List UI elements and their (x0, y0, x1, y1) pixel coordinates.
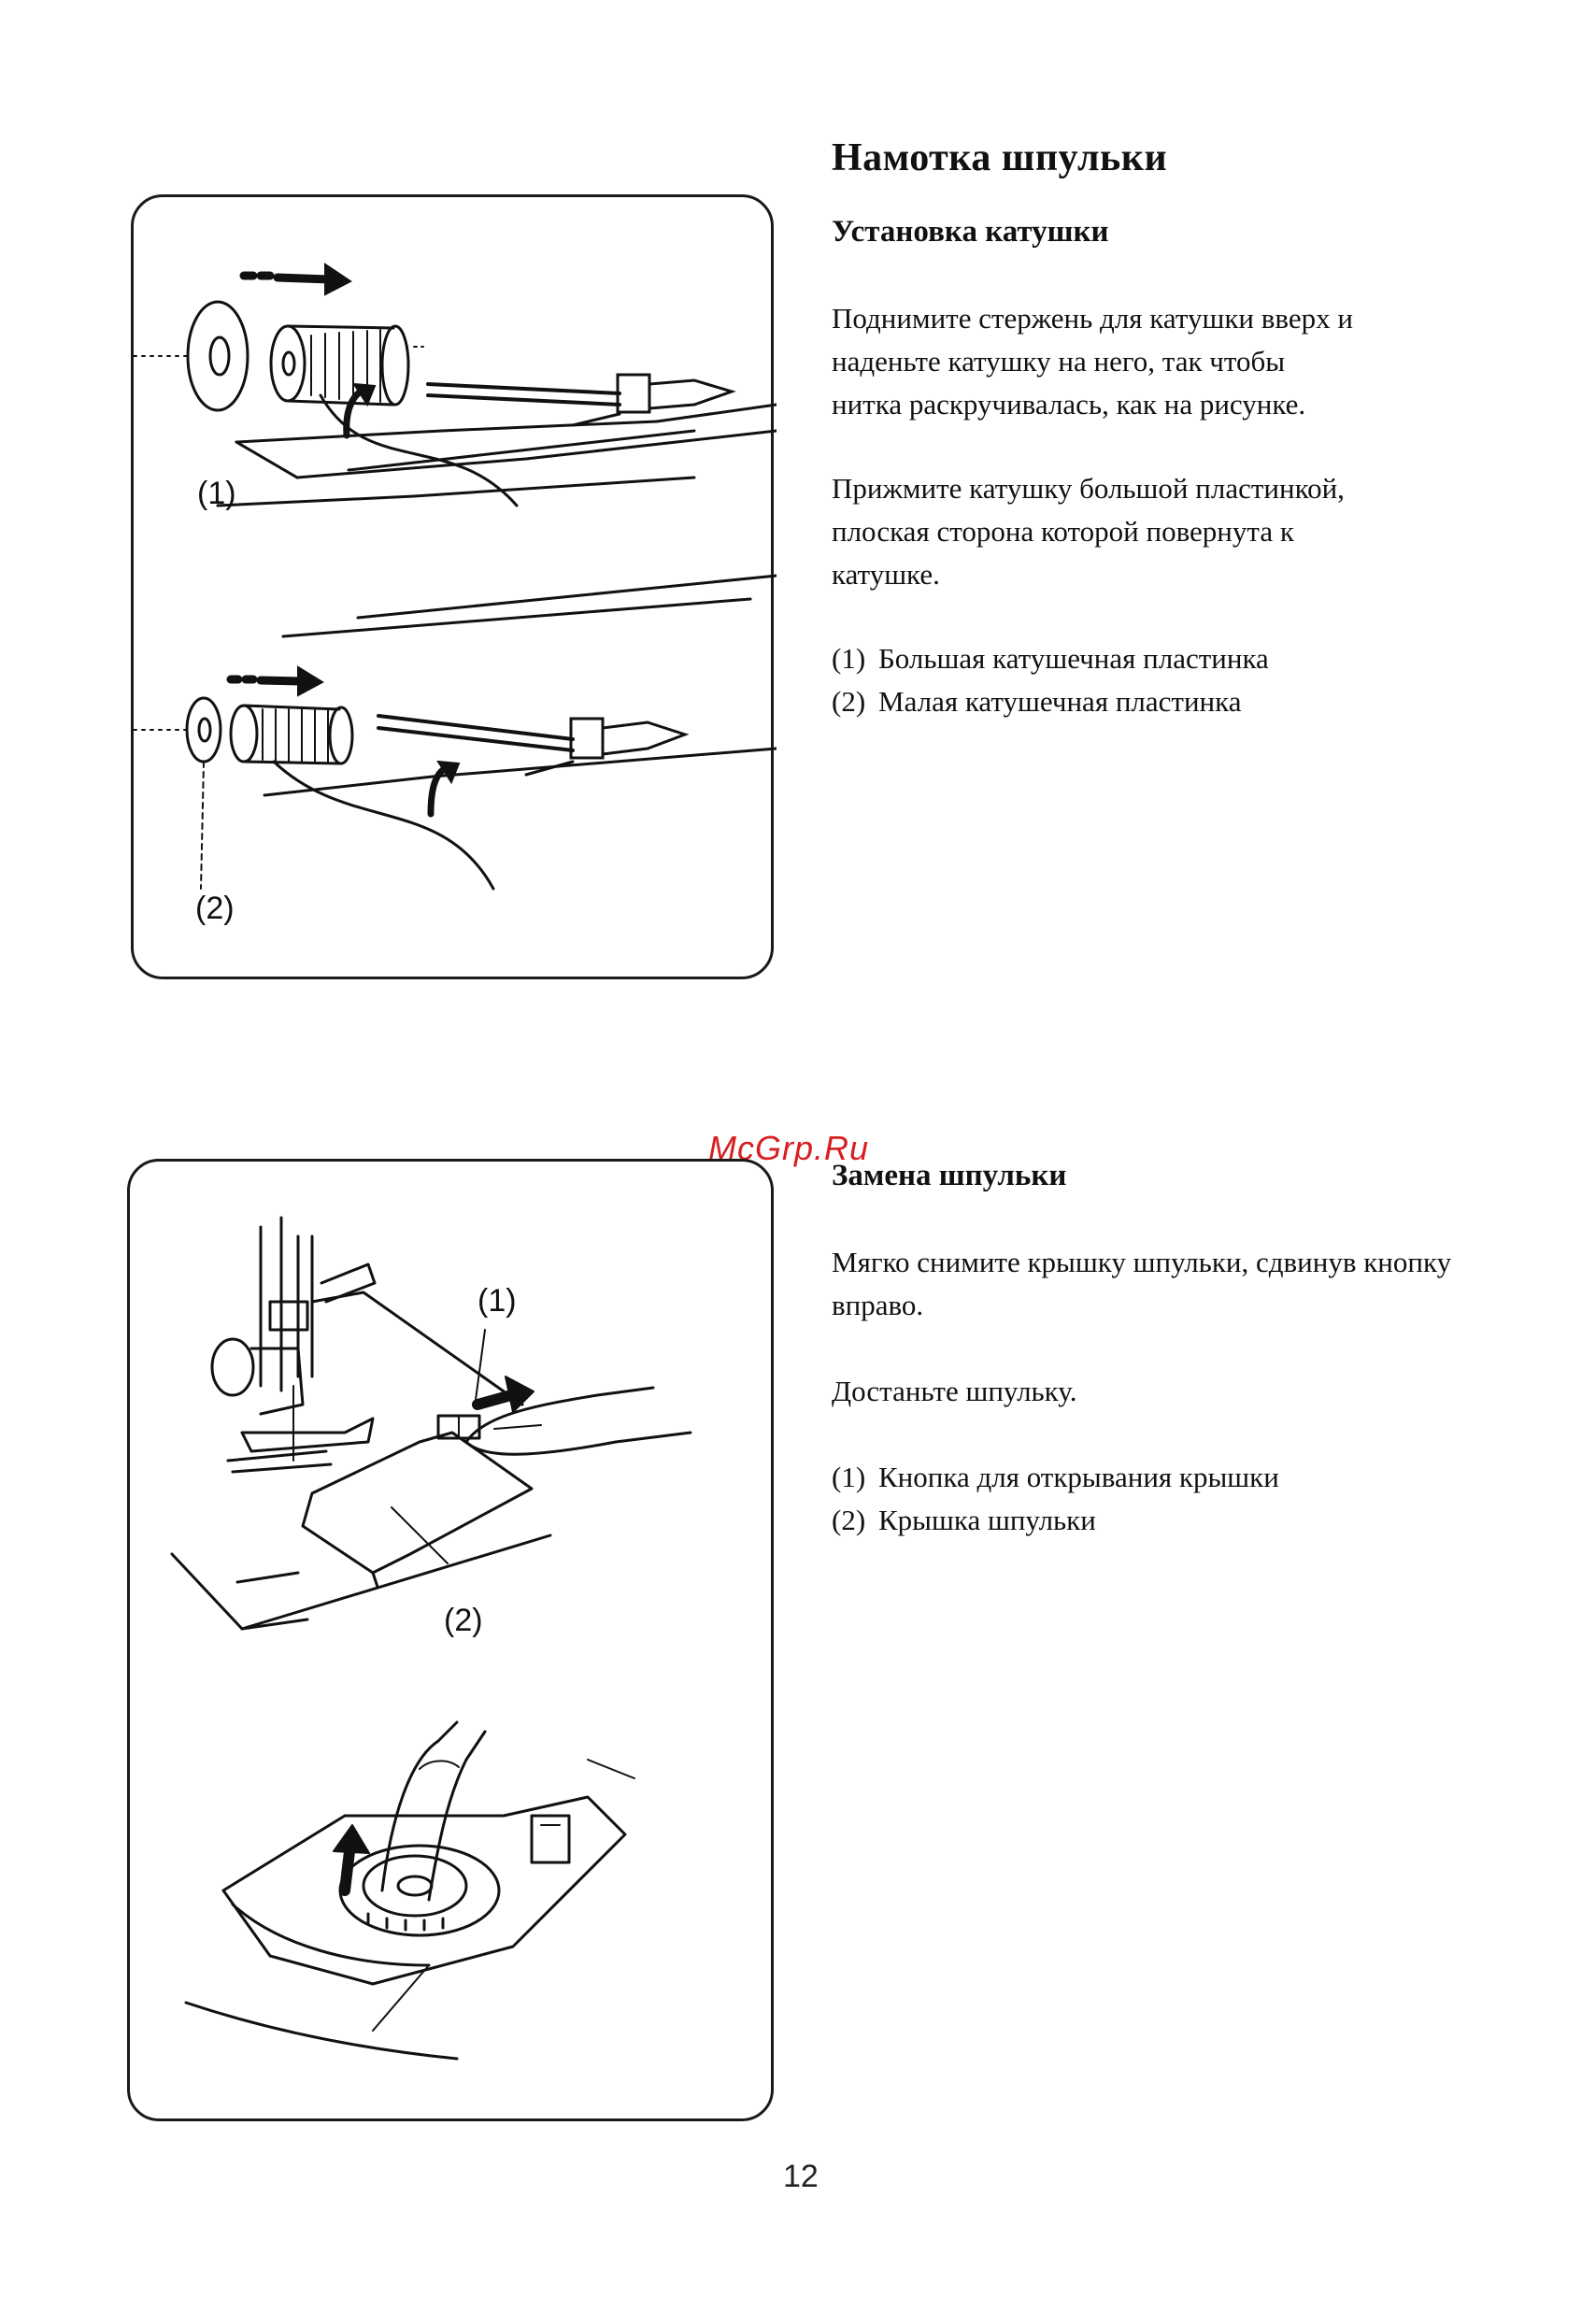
instruction-paragraph: Поднимите стержень для катушки вверх и н… (832, 297, 1542, 426)
figure-callout-1: (1) (477, 1283, 517, 1319)
subsection-spool-installation: Установка катушки (832, 215, 1542, 250)
figure-callout-2: (2) (195, 891, 235, 926)
text-line: наденьте катушку на него, так чтобы (832, 345, 1286, 378)
legend-number: (1) (832, 1461, 866, 1493)
legend-item: (1) Кнопка для открывания крышки (832, 1456, 1542, 1499)
subsection-title: Установка катушки (832, 215, 1109, 249)
legend-number: (2) (832, 685, 866, 718)
legend-text: Кнопка для открывания крышки (878, 1461, 1279, 1493)
instruction-paragraph: Прижмите катушку большой пластинкой, пло… (832, 467, 1542, 596)
text-line: катушке. (832, 558, 940, 591)
legend-item: (2) Малая катушечная пластинка (832, 680, 1542, 723)
text-line: Поднимите стержень для катушки вверх и (832, 302, 1353, 335)
text-line: Мягко снимите крышку шпульки, сдвинув кн… (832, 1246, 1452, 1278)
legend-number: (2) (832, 1504, 866, 1536)
section-title: Намотка шпульки (832, 136, 1168, 179)
page-number: 12 (783, 2159, 819, 2194)
text-line: нитка раскручивалась, как на рисунке. (832, 388, 1306, 421)
text-line: плоская сторона которой повернута к (832, 515, 1294, 548)
legend-text: Большая катушечная пластинка (878, 642, 1269, 675)
spool-illustration (134, 263, 777, 891)
legend-item: (2) Крышка шпульки (832, 1499, 1542, 1542)
subsection-title: Замена шпульки (832, 1159, 1067, 1192)
legend-number: (1) (832, 642, 866, 675)
legend-item: (1) Большая катушечная пластинка (832, 637, 1542, 680)
bobbin-replacement-figure: (1) (2) (127, 1159, 774, 2121)
text-line: Достаньте шпульку. (832, 1375, 1077, 1407)
instruction-paragraph: Достаньте шпульку. (832, 1370, 1542, 1413)
figure-callout-1: (1) (197, 476, 236, 511)
bobbin-illustration (170, 1216, 692, 2061)
section-bobbin-winding: Намотка шпульки (832, 136, 1542, 180)
legend-text: Крышка шпульки (878, 1504, 1096, 1536)
legend-text: Малая катушечная пластинка (878, 685, 1242, 718)
spool-installation-figure: (1) (2) (131, 194, 777, 979)
text-line: вправо. (832, 1289, 924, 1321)
parts-legend: (1) Большая катушечная пластинка (2) Малая… (832, 637, 1542, 723)
figure-callout-2: (2) (444, 1603, 483, 1638)
text-line: Прижмите катушку большой пластинкой, (832, 472, 1345, 505)
parts-legend: (1) Кнопка для открывания крышки (2) Крышк… (832, 1456, 1542, 1542)
subsection-bobbin-replacement: Замена шпульки (832, 1159, 1542, 1193)
instruction-paragraph: Мягко снимите крышку шпульки, сдвинув кн… (832, 1241, 1542, 1327)
